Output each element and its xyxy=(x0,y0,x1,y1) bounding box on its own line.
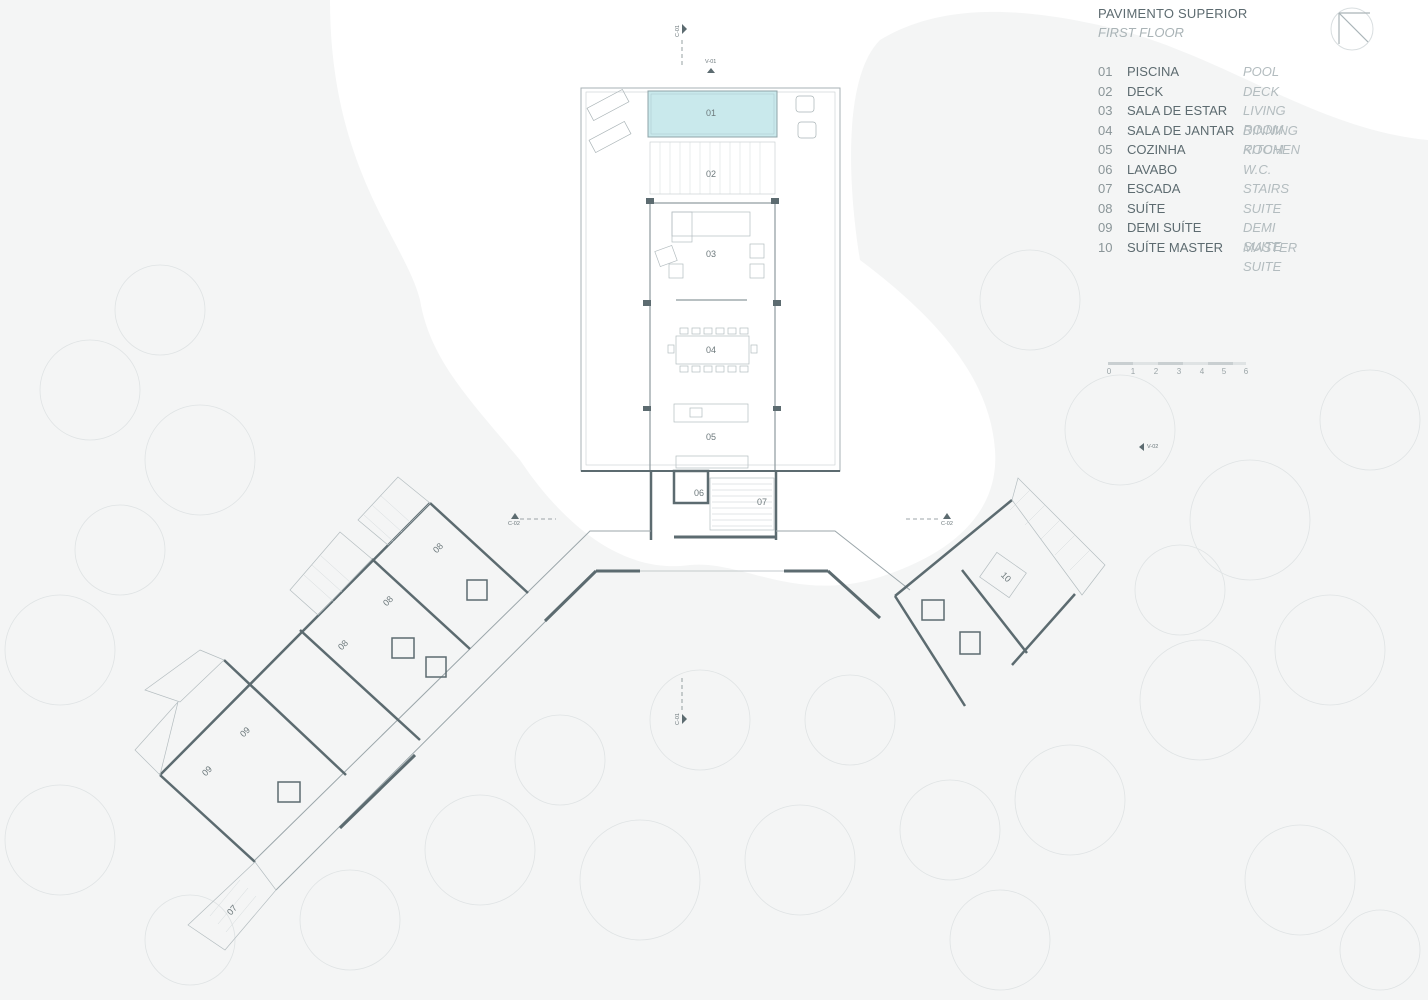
scale-label: 0 xyxy=(1106,367,1112,376)
room-name-pt: LAVABO xyxy=(1127,161,1178,177)
room-label-demi-1: 09 xyxy=(238,725,252,739)
section-mark-c02-right: C-02 xyxy=(941,521,953,527)
plan-title: PAVIMENTO SUPERIOR xyxy=(1098,6,1248,21)
section-mark-v01: V-01 xyxy=(705,59,717,65)
room-number: 09 xyxy=(1098,220,1113,235)
room-number: 10 xyxy=(1098,239,1113,255)
room-number: 08 xyxy=(1098,200,1113,216)
scale-label: 2 xyxy=(1153,367,1159,376)
room-row: 02 DECK DECK xyxy=(1098,82,1279,102)
room-label-kitchen: 05 xyxy=(706,432,716,442)
room-label-wc: 06 xyxy=(694,488,704,498)
left-wing xyxy=(159,502,529,863)
trees xyxy=(4,249,1421,991)
room-row: 10 SUÍTE MASTER MASTER SUITE xyxy=(1098,238,1297,274)
room-name-pt: SUÍTE MASTER xyxy=(1127,239,1224,255)
room-name-en: SUITE xyxy=(1243,200,1282,216)
room-label-suite-2: 08 xyxy=(381,594,395,608)
scale-bar: 0 1 2 3 4 5 6 xyxy=(1100,362,1250,379)
room-row: 01 PISCINA POOL xyxy=(1098,62,1279,82)
master-bed xyxy=(979,551,1027,599)
central-outline xyxy=(580,87,841,472)
room-number: 04 xyxy=(1098,122,1113,138)
room-row: 05 COZINHA KITCHEN xyxy=(1098,140,1300,160)
scale-label: 1 xyxy=(1130,367,1136,376)
room-label-stairs: 07 xyxy=(757,497,767,507)
room-name-en: DEMI SUITE xyxy=(1243,220,1282,254)
room-name-en: KITCHEN xyxy=(1243,142,1301,157)
section-mark-c02-left: C-02 xyxy=(508,521,520,527)
room-list: 01 PISCINA POOL 02 DECK DECK 03 SALA DE ESTAR… xyxy=(1098,62,1300,274)
room-name-en: POOL xyxy=(1243,64,1280,79)
room-label-master: 10 xyxy=(999,570,1013,584)
room-row: 03 SALA DE ESTAR LIVING ROOM xyxy=(1098,101,1286,137)
room-row: 07 ESCADA STAIRS xyxy=(1098,179,1289,199)
room-label-stairs-2: 07 xyxy=(225,903,239,917)
room-name-en: DINNING ROOM xyxy=(1243,122,1298,157)
room-name-en: MASTER SUITE xyxy=(1243,239,1298,274)
room-row: 09 DEMI SUÍTE DEMI SUITE xyxy=(1098,218,1281,254)
room-name-pt: DEMI SUÍTE xyxy=(1127,220,1202,235)
room-label-dining: 04 xyxy=(706,345,716,355)
room-label-deck: 02 xyxy=(706,169,716,179)
room-name-pt: SALA DE ESTAR xyxy=(1127,103,1228,118)
room-label-living: 03 xyxy=(706,249,716,259)
room-row: 04 SALA DE JANTAR DINNING ROOM xyxy=(1098,121,1298,157)
room-name-pt: DECK xyxy=(1127,83,1164,99)
scale-label: 5 xyxy=(1221,367,1227,376)
section-mark-v02: V-02 xyxy=(1147,444,1159,450)
scale-label: 4 xyxy=(1199,367,1205,376)
right-wing xyxy=(893,499,1076,707)
room-name-pt: PISCINA xyxy=(1127,64,1180,79)
plan-subtitle: FIRST FLOOR xyxy=(1098,25,1184,40)
terrain-white-area-2 xyxy=(372,0,580,270)
room-row: 08 SUÍTE SUITE xyxy=(1098,199,1281,219)
room-name-en: W.C. xyxy=(1243,161,1272,177)
corridors xyxy=(254,530,911,891)
deck xyxy=(649,141,776,195)
scale-label: 6 xyxy=(1243,367,1249,376)
room-number: 05 xyxy=(1098,142,1113,157)
room-label-suite-3: 08 xyxy=(336,638,350,652)
left-wing-balconies xyxy=(134,476,431,951)
room-number: 06 xyxy=(1098,161,1113,177)
master-balcony xyxy=(1011,477,1106,596)
pool xyxy=(647,90,778,138)
room-name-en: DECK xyxy=(1243,83,1280,99)
room-row: 06 LAVABO W.C. xyxy=(1098,160,1271,180)
section-mark-c01-bottom: C-01 xyxy=(674,713,681,725)
room-number: 03 xyxy=(1098,103,1113,118)
section-mark-c01-top: C-01 xyxy=(674,25,681,37)
room-name-pt: SALA DE JANTAR xyxy=(1127,122,1235,138)
scale-label: 3 xyxy=(1176,367,1182,376)
room-name-en: STAIRS xyxy=(1243,181,1289,196)
room-name-pt: SUÍTE xyxy=(1127,200,1166,216)
room-label-demi-2: 09 xyxy=(200,764,214,778)
legend: PAVIMENTO SUPERIOR FIRST FLOOR 01 PISCINA… xyxy=(1098,6,1300,274)
room-number: 02 xyxy=(1098,83,1113,99)
room-name-pt: ESCADA xyxy=(1127,181,1181,196)
room-number: 01 xyxy=(1098,64,1113,79)
room-label-suite-1: 08 xyxy=(431,541,445,555)
central-volume xyxy=(580,87,841,540)
section-markers xyxy=(511,24,1144,724)
room-number: 07 xyxy=(1098,181,1113,196)
room-name-en: LIVING ROOM xyxy=(1243,103,1286,137)
room-name-pt: COZINHA xyxy=(1127,142,1186,157)
north-arrow-icon xyxy=(1330,6,1380,61)
room-label-pool: 01 xyxy=(706,108,716,118)
